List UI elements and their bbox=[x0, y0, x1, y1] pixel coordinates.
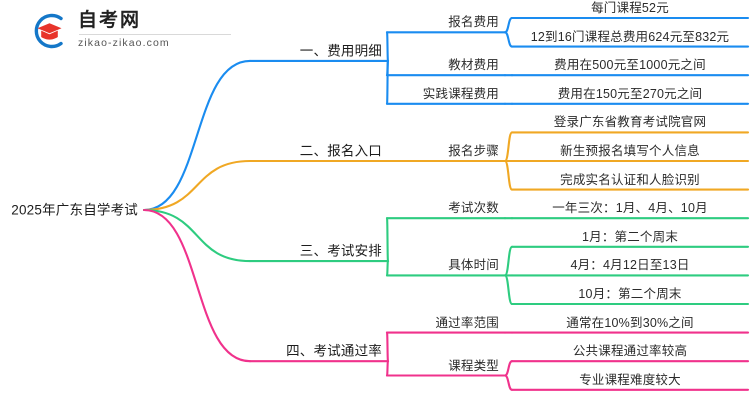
mindmap-branch-4[interactable]: 四、考试通过率 bbox=[286, 343, 382, 359]
mindmap-branch-3[interactable]: 三、考试安排 bbox=[299, 243, 382, 259]
mindmap-leaf-3-2-3[interactable]: 10月：第二个周末 bbox=[578, 286, 682, 301]
mindmap-branch-1[interactable]: 一、费用明细 bbox=[299, 43, 382, 59]
site-logo[interactable]: 自考网 zikao-zikao.com bbox=[28, 8, 243, 56]
mindmap-leaf-4-2-2[interactable]: 专业课程难度较大 bbox=[579, 372, 681, 387]
mindmap-subnode-1-2[interactable]: 教材费用 bbox=[448, 57, 499, 72]
mindmap-subnode-3-2[interactable]: 具体时间 bbox=[448, 258, 499, 273]
mindmap-subnode-1-1[interactable]: 报名费用 bbox=[448, 15, 499, 30]
mindmap-subnode-2-1[interactable]: 报名步骤 bbox=[448, 143, 499, 158]
mindmap-leaf-1-2-1[interactable]: 费用在500元至1000元之间 bbox=[554, 57, 706, 72]
mindmap-leaf-4-2-1[interactable]: 公共课程通过率较高 bbox=[572, 343, 688, 358]
mindmap-leaf-2-1-2[interactable]: 新生预报名填写个人信息 bbox=[560, 143, 700, 158]
mindmap-leaf-3-2-2[interactable]: 4月：4月12日至13日 bbox=[570, 258, 690, 273]
logo-text-block: 自考网 zikao-zikao.com bbox=[78, 10, 231, 49]
mindmap-leaf-2-1-1[interactable]: 登录广东省教育考试院官网 bbox=[553, 115, 707, 130]
mindmap-subnode-4-2[interactable]: 课程类型 bbox=[448, 358, 499, 373]
mindmap-leaf-1-1-1[interactable]: 每门课程52元 bbox=[591, 0, 669, 15]
mindmap-branch-2[interactable]: 二、报名入口 bbox=[299, 143, 382, 159]
mindmap-subnode-1-3[interactable]: 实践课程费用 bbox=[422, 86, 499, 101]
logo-divider bbox=[79, 33, 231, 35]
logo-subtitle: zikao-zikao.com bbox=[78, 36, 170, 49]
mindmap-leaf-1-1-2[interactable]: 12到16门课程总费用624元至832元 bbox=[530, 29, 730, 44]
graduation-cap-logo-icon bbox=[28, 10, 70, 52]
mindmap-leaf-2-1-3[interactable]: 完成实名认证和人脸识别 bbox=[560, 172, 700, 187]
mindmap-subnode-3-1[interactable]: 考试次数 bbox=[448, 200, 499, 215]
mindmap-leaf-3-2-1[interactable]: 1月：第二个周末 bbox=[581, 229, 679, 244]
mindmap-leaf-4-1-1[interactable]: 通常在10%到30%之间 bbox=[566, 315, 694, 330]
mindmap-leaf-1-3-1[interactable]: 费用在150元至270元之间 bbox=[557, 86, 703, 101]
mindmap-root-node[interactable]: 2025年广东自学考试 bbox=[11, 202, 138, 218]
mindmap-subnode-4-1[interactable]: 通过率范围 bbox=[435, 315, 499, 330]
mindmap-leaf-3-1-1[interactable]: 一年三次：1月、4月、10月 bbox=[552, 200, 708, 215]
logo-title: 自考网 bbox=[78, 10, 142, 31]
